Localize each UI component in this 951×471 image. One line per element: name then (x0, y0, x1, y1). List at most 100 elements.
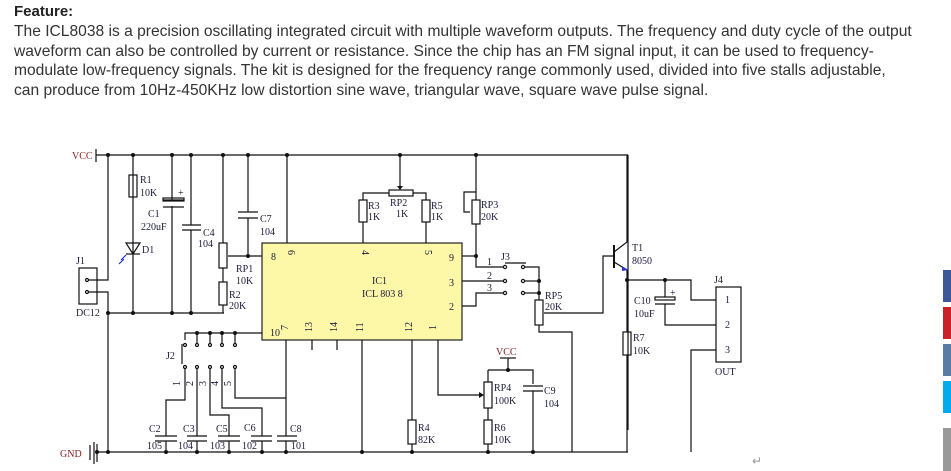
c8-ref: C8 (290, 424, 302, 435)
vk-share-button[interactable] (943, 344, 951, 376)
r7-ref: R7 (633, 333, 645, 344)
junction-dot (246, 254, 250, 258)
wire (627, 279, 716, 301)
j2-pin[interactable] (182, 364, 188, 370)
rp3-ref: RP3 (481, 200, 498, 211)
j3-pin-label: 2 (487, 271, 492, 282)
r3-resistor (358, 199, 368, 223)
wire (525, 266, 540, 300)
junction-dot (537, 279, 541, 283)
ic-pin-10: 10 (270, 328, 280, 339)
wire (463, 191, 476, 213)
junction-dot (170, 153, 174, 157)
j3-pin[interactable] (520, 264, 526, 270)
j4-pin-label: 3 (725, 345, 730, 356)
rp3-potentiometer (471, 199, 481, 225)
junction-dot (221, 153, 225, 157)
r1-resistor (128, 174, 138, 198)
rp4-value: 100K (494, 396, 517, 407)
j2-pin-label: 1 (172, 381, 183, 386)
j2-pin[interactable] (219, 342, 225, 348)
j4-pin-label: 2 (725, 320, 730, 331)
t1-value: 8050 (632, 256, 652, 267)
j3-pin[interactable] (502, 264, 508, 270)
ic-pin-13: 13 (304, 322, 315, 332)
wire (613, 261, 628, 280)
gnd-label: GND (60, 449, 82, 460)
j3-pin[interactable] (520, 278, 526, 284)
wire (89, 155, 109, 281)
j3-pin[interactable] (520, 290, 526, 296)
j2-pin[interactable] (207, 364, 213, 370)
r4-value: 82K (418, 435, 436, 446)
j2-header (182, 342, 238, 370)
c5-ref: C5 (216, 424, 228, 435)
ic1-chip (261, 242, 463, 341)
twitter-share-button[interactable] (943, 381, 951, 413)
more-share-button[interactable] (943, 428, 951, 471)
rp5-potentiometer (534, 299, 544, 326)
vcc-label-2: VCC (496, 347, 517, 358)
j1-pin (84, 277, 90, 283)
j2-pin[interactable] (194, 364, 200, 370)
rp5-ref: RP5 (545, 291, 562, 302)
j2-pin[interactable] (219, 364, 225, 370)
timing-capacitors (155, 435, 297, 452)
ic-pin-11: 11 (355, 322, 366, 332)
paragraph-return-icon: ↵ (752, 454, 763, 468)
wire (664, 304, 716, 326)
j2-pin-label: 2 (185, 381, 196, 386)
junction-dot (360, 450, 364, 454)
ic-pin-1: 1 (428, 325, 439, 330)
ic-pin-5: 5 (422, 250, 433, 255)
j2-pin[interactable] (232, 342, 238, 348)
j2-pin[interactable] (194, 342, 200, 348)
junction-dot (625, 278, 629, 282)
c6-ref: C6 (244, 423, 256, 434)
junction-dot (170, 311, 174, 315)
wire (362, 192, 389, 200)
junction-dot (106, 450, 110, 454)
junction-dot (537, 291, 541, 295)
j3-ref: J3 (501, 252, 510, 263)
rp4-wiper (479, 392, 484, 398)
wire (165, 369, 186, 436)
pinterest-share-button[interactable] (943, 307, 951, 339)
c3-ref: C3 (183, 424, 195, 435)
ic-pin-8: 8 (271, 252, 276, 263)
wire (234, 369, 287, 436)
wire (89, 291, 109, 452)
wire (437, 340, 482, 396)
facebook-share-button[interactable] (943, 270, 951, 302)
j1-connector (78, 267, 98, 305)
c2-value: 105 (147, 441, 162, 452)
wire (221, 369, 263, 436)
rp2-wiper (397, 186, 403, 190)
j4-ref: J4 (714, 275, 723, 286)
j2-pin[interactable] (207, 342, 213, 348)
c7-value: 104 (260, 227, 275, 238)
r7-resistor (622, 331, 632, 356)
j2-pin[interactable] (232, 364, 238, 370)
d1-ref: D1 (142, 245, 154, 256)
ic-pin-14: 14 (329, 322, 340, 332)
junction-dot (220, 331, 224, 335)
ic-pin-3: 3 (449, 278, 454, 289)
rp5-value: 20K (545, 302, 563, 313)
rp2-potentiometer (388, 189, 414, 197)
j3-pin[interactable] (502, 290, 508, 296)
feature-line: modulate low-frequency signals. The kit … (14, 62, 886, 79)
wire (475, 256, 503, 268)
j3-pin[interactable] (502, 278, 508, 284)
c5-value: 103 (210, 441, 225, 452)
j3-pin-label: 1 (487, 257, 492, 268)
j2-pin[interactable] (182, 342, 188, 348)
junction-dot (106, 153, 110, 157)
rp2-ref: RP2 (390, 198, 407, 209)
junction-dot (506, 368, 510, 372)
wire (209, 369, 230, 436)
r6-resistor (483, 419, 493, 445)
c4-ref: C4 (203, 228, 215, 239)
c1-value: 220uF (141, 222, 167, 233)
